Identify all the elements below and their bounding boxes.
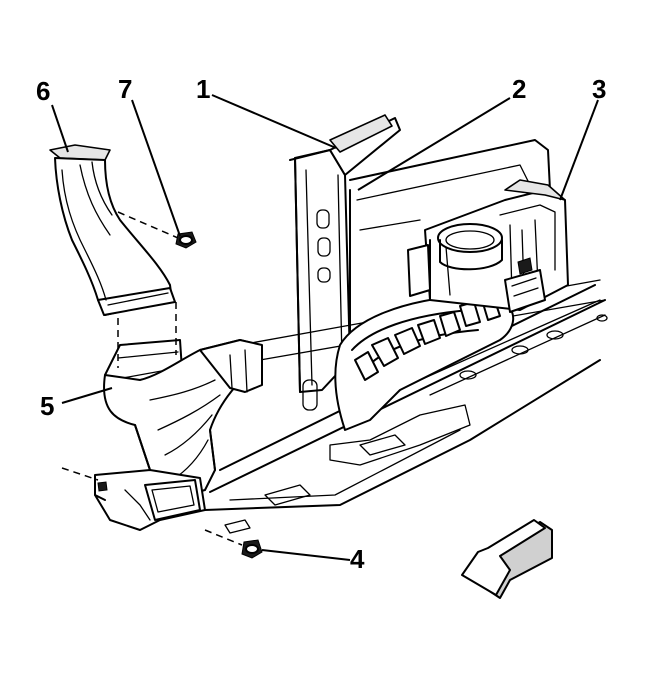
upper-air-duct — [49, 144, 179, 368]
callout-5: 5 — [40, 391, 54, 421]
lower-air-duct — [103, 339, 263, 501]
front-direction-arrow-icon — [461, 519, 553, 599]
bolt-4 — [61, 467, 263, 559]
callout-2: 2 — [512, 74, 526, 104]
callout-7: 7 — [118, 74, 132, 104]
floor-and-wheelhouse — [204, 284, 608, 534]
callout-4: 4 — [350, 544, 365, 574]
rear-duct-housing — [407, 179, 569, 313]
floor-outlet-frame — [94, 469, 206, 531]
bolt-7 — [175, 231, 197, 249]
callout-3: 3 — [592, 74, 606, 104]
body-side-panel — [239, 114, 606, 411]
leader-lines — [51, 94, 599, 561]
callout-1: 1 — [196, 74, 210, 104]
callout-6: 6 — [36, 76, 50, 106]
